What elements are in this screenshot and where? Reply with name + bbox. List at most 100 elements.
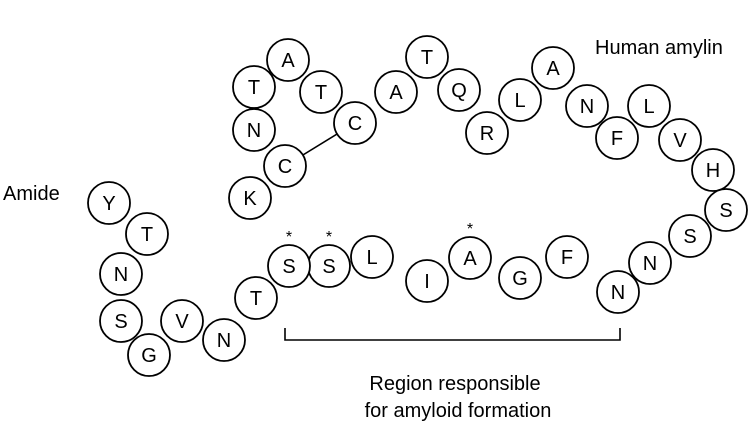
residue-circle <box>448 236 492 280</box>
residue-11: R <box>465 111 509 155</box>
residue-letter: I <box>424 271 430 293</box>
residue-circle <box>234 276 278 320</box>
marker-star: * <box>286 229 292 246</box>
residue-16: L <box>627 84 671 128</box>
residue-26: I <box>405 259 449 303</box>
residue-37: Y <box>87 181 131 225</box>
residue-circle <box>465 111 509 155</box>
residue-circle <box>228 176 272 220</box>
residue-letter: A <box>281 50 295 72</box>
residue-circle <box>531 46 575 90</box>
residue-letter: G <box>512 268 528 290</box>
amyloid-region-bracket <box>284 328 621 341</box>
residue-letter: S <box>282 256 295 278</box>
residue-letter: N <box>217 330 231 352</box>
residue-21: N <box>628 241 672 285</box>
residue-19: S <box>704 188 748 232</box>
residue-circle <box>125 212 169 256</box>
residue-28: S <box>307 244 351 288</box>
diagram-title: Human amylin <box>595 37 723 59</box>
amide-label: Amide <box>3 183 60 205</box>
residue-circle <box>99 252 143 296</box>
region-label-line1: Region responsible <box>369 373 540 395</box>
residue-letter: F <box>611 128 623 150</box>
residue-letter: N <box>114 264 128 286</box>
region-label-line2: for amyloid formation <box>365 400 552 422</box>
residue-10: Q <box>437 68 481 112</box>
residue-25: A <box>448 236 492 280</box>
residue-13: A <box>531 46 575 90</box>
residue-letter: T <box>250 288 262 310</box>
residue-6: T <box>299 70 343 114</box>
residue-letter: A <box>463 248 477 270</box>
residue-circle <box>405 259 449 303</box>
residue-letter: Q <box>451 80 467 102</box>
residue-letter: L <box>643 96 654 118</box>
residue-9: T <box>405 35 449 79</box>
residue-36: T <box>125 212 169 256</box>
residue-circle <box>437 68 481 112</box>
residue-letter: F <box>561 247 573 269</box>
residue-letter: T <box>315 82 327 104</box>
residue-circle <box>267 244 311 288</box>
residue-letter: N <box>643 253 657 275</box>
residue-letter: S <box>322 256 335 278</box>
residue-34: S <box>99 299 143 343</box>
residue-circle <box>374 70 418 114</box>
residue-letter: Y <box>102 193 115 215</box>
residue-20: S <box>668 214 712 258</box>
residue-letter: V <box>175 311 189 333</box>
residue-circle <box>160 299 204 343</box>
residue-22: N <box>596 270 640 314</box>
residue-27: L <box>350 235 394 279</box>
residue-circle <box>595 116 639 160</box>
residue-letter: H <box>706 160 720 182</box>
residue-letter: V <box>673 130 687 152</box>
residue-letter: T <box>248 77 260 99</box>
residue-circle <box>704 188 748 232</box>
residue-circle <box>87 181 131 225</box>
residue-17: V <box>658 118 702 162</box>
residue-circle <box>628 241 672 285</box>
residue-circle <box>668 214 712 258</box>
residue-letter: N <box>580 96 594 118</box>
residue-letter: T <box>141 224 153 246</box>
residue-35: N <box>99 252 143 296</box>
residue-letter: S <box>719 200 732 222</box>
residue-circle <box>658 118 702 162</box>
residue-circle <box>202 318 246 362</box>
residue-7: C <box>333 101 377 145</box>
residue-letter: R <box>480 123 494 145</box>
residue-circle <box>232 65 276 109</box>
residue-circle <box>232 108 276 152</box>
residue-18: H <box>691 148 735 192</box>
residue-letter: N <box>611 282 625 304</box>
residue-31: N <box>202 318 246 362</box>
residue-3: N <box>232 108 276 152</box>
residue-circle <box>596 270 640 314</box>
residue-circle <box>127 333 171 377</box>
marker-star: * <box>467 221 473 238</box>
residue-circle <box>333 101 377 145</box>
residue-circle <box>99 299 143 343</box>
residue-15: F <box>595 116 639 160</box>
marker-star: * <box>326 229 332 246</box>
residue-32: V <box>160 299 204 343</box>
residue-2: C <box>263 144 307 188</box>
residue-circle <box>266 38 310 82</box>
residue-letter: C <box>348 113 362 135</box>
residue-circle <box>545 235 589 279</box>
residue-letter: N <box>247 120 261 142</box>
residue-circle <box>405 35 449 79</box>
residue-circle <box>299 70 343 114</box>
residue-14: N <box>565 84 609 128</box>
residue-23: F <box>545 235 589 279</box>
residue-letter: A <box>389 82 403 104</box>
residue-letter: L <box>366 247 377 269</box>
residue-letter: T <box>421 47 433 69</box>
residue-30: T <box>234 276 278 320</box>
residue-letter: S <box>683 226 696 248</box>
residue-circle <box>498 78 542 122</box>
